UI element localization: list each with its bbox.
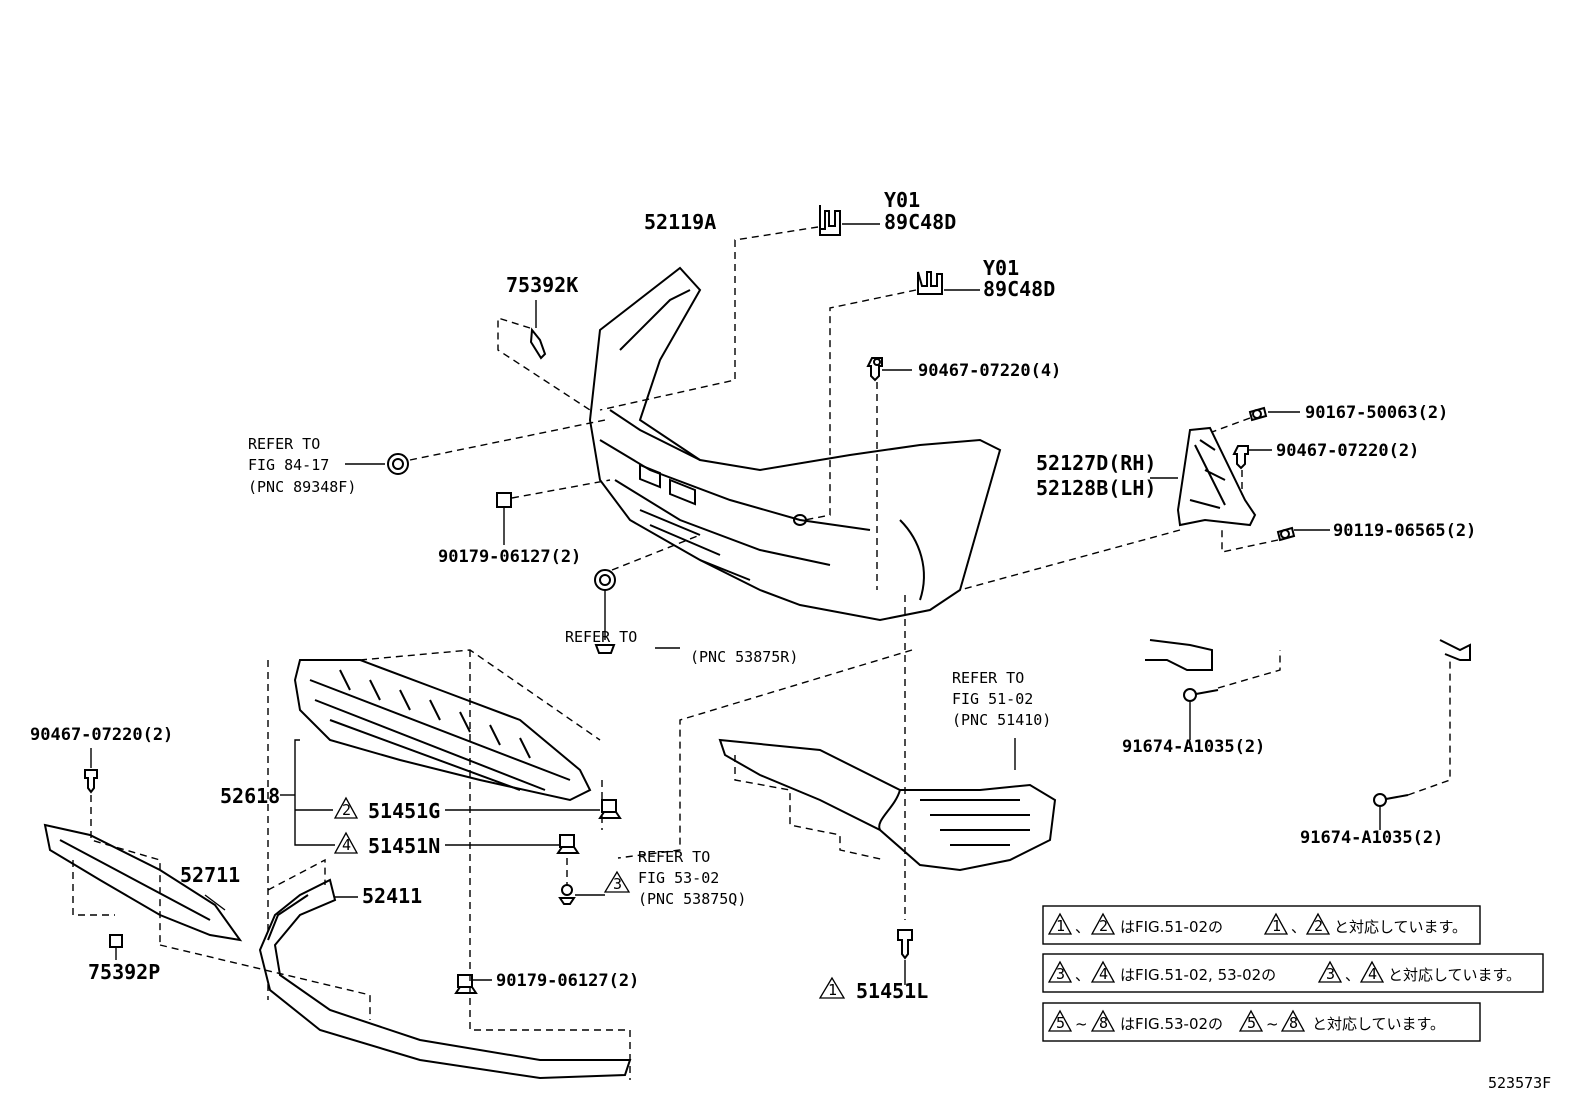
svg-text:1: 1 (1272, 917, 1281, 935)
label-75392k: 75392K (506, 273, 578, 297)
label-52127d: 52127D(RH) (1036, 451, 1156, 475)
bolt-91674-b[interactable] (1373, 793, 1409, 807)
lower-molding-52411[interactable] (258, 878, 632, 1080)
label-refer1-b: FIG 84-17 (248, 456, 329, 474)
energy-absorber-52618[interactable] (293, 659, 592, 802)
label-y01-lower: Y01 (983, 256, 1019, 280)
note-box-1: 1 、 2 はFIG.51-02の 1 、 2 と対応しています。 (1042, 905, 1481, 945)
label-51451n: 51451N (368, 834, 440, 858)
label-90179-upper: 90179-06127(2) (438, 547, 581, 567)
svg-text:4: 4 (1368, 965, 1377, 983)
label-refer4-a: REFER TO (638, 848, 710, 866)
svg-text:3: 3 (1326, 965, 1335, 983)
svg-text:4: 4 (1099, 965, 1108, 983)
svg-text:8: 8 (1099, 1014, 1108, 1032)
label-refer2-a: REFER TO (565, 628, 637, 646)
svg-text:、: 、 (1345, 966, 1360, 984)
clip-51451g[interactable] (598, 799, 622, 819)
clip-75392k[interactable] (529, 327, 547, 360)
svg-text:1: 1 (1056, 917, 1065, 935)
svg-text:2: 2 (1314, 917, 1323, 935)
clip-51451n[interactable] (556, 834, 580, 854)
label-51451g: 51451G (368, 799, 440, 823)
svg-text:1: 1 (828, 981, 837, 999)
svg-text:2: 2 (342, 801, 351, 819)
clip-90179-lower[interactable] (454, 974, 478, 994)
clip-90467-2-left[interactable] (84, 769, 98, 794)
partial-bracket-right-a (1145, 639, 1213, 671)
label-52128b: 52128B(LH) (1036, 476, 1156, 500)
svg-text:と対応しています。: と対応しています。 (1312, 1015, 1445, 1033)
marker-triangle-1: 1 (818, 976, 846, 999)
engine-undercover-51410[interactable] (718, 738, 1057, 872)
label-52618: 52618 (220, 784, 280, 808)
label-refer1-c: (PNC 89348F) (248, 478, 356, 496)
label-52119a: 52119A (644, 210, 716, 234)
clip-90467-4[interactable] (866, 357, 883, 382)
svg-text:はFIG.51-02の: はFIG.51-02の (1120, 918, 1223, 936)
label-90179-lower: 90179-06127(2) (496, 971, 639, 991)
label-89c48d-lower: 89C48D (983, 277, 1055, 301)
screw-53875q[interactable] (558, 884, 576, 905)
label-91674-b: 91674-A1035(2) (1300, 828, 1443, 848)
side-bracket-52127d-52128b[interactable] (1176, 426, 1257, 527)
label-refer2-b: (PNC 53875R) (690, 648, 798, 666)
svg-text:はFIG.53-02の: はFIG.53-02の (1120, 1015, 1223, 1033)
label-52411: 52411 (362, 884, 422, 908)
svg-text:~: ~ (1266, 1015, 1279, 1033)
clip-90467-2-right[interactable] (1232, 445, 1249, 470)
svg-text:~: ~ (1075, 1015, 1088, 1033)
label-75392p: 75392P (88, 960, 160, 984)
bolt-90167-50063[interactable] (1248, 406, 1268, 422)
svg-text:3: 3 (613, 875, 622, 893)
svg-text:、: 、 (1075, 966, 1090, 984)
svg-text:と対応しています。: と対応しています。 (1388, 966, 1521, 984)
svg-text:、: 、 (1075, 918, 1090, 936)
label-y01-upper: Y01 (884, 188, 920, 212)
label-refer1-a: REFER TO (248, 435, 320, 453)
label-refer3-b: FIG 51-02 (952, 690, 1033, 708)
label-90467-2-right: 90467-07220(2) (1276, 441, 1419, 461)
svg-text:はFIG.51-02, 53-02の: はFIG.51-02, 53-02の (1120, 966, 1276, 984)
bolt-91674-a[interactable] (1183, 688, 1219, 702)
svg-text:3: 3 (1056, 965, 1065, 983)
label-90119-06565: 90119-06565(2) (1333, 521, 1476, 541)
svg-text:5: 5 (1247, 1014, 1256, 1032)
clip-90179-upper[interactable] (496, 492, 512, 508)
label-51451l: 51451L (856, 979, 928, 1003)
bumper-cover-52119a[interactable] (588, 266, 1002, 622)
grommet-89348f[interactable] (387, 453, 409, 475)
figure-id: 523573F (1488, 1074, 1551, 1092)
label-90467-2-left: 90467-07220(2) (30, 725, 173, 745)
label-52711: 52711 (180, 863, 240, 887)
bracket-89c48d-lower[interactable] (917, 271, 943, 295)
marker-triangle-4: 4 (333, 831, 359, 854)
label-refer4-c: (PNC 53875Q) (638, 890, 746, 908)
svg-text:2: 2 (1099, 917, 1108, 935)
svg-text:4: 4 (342, 836, 351, 854)
marker-triangle-2: 2 (333, 796, 359, 819)
label-refer3-c: (PNC 51410) (952, 711, 1051, 729)
partial-bracket-right-b (1439, 639, 1471, 661)
label-refer4-b: FIG 53-02 (638, 869, 719, 887)
svg-text:8: 8 (1289, 1014, 1298, 1032)
label-89c48d-upper: 89C48D (884, 210, 956, 234)
clip-75392p[interactable] (109, 934, 123, 948)
note-box-2: 3 、 4 はFIG.51-02, 53-02の 3 、 4 と対応しています。 (1042, 953, 1544, 993)
svg-text:と対応しています。: と対応しています。 (1334, 918, 1467, 936)
marker-triangle-3: 3 (603, 870, 631, 893)
svg-text:、: 、 (1291, 918, 1306, 936)
label-90167-50063: 90167-50063(2) (1305, 403, 1448, 423)
label-90467-4: 90467-07220(4) (918, 361, 1061, 381)
bolt-90119-06565[interactable] (1276, 526, 1296, 542)
note-box-3: 5 ~ 8 はFIG.53-02の 5 ~ 8 と対応しています。 (1042, 1002, 1481, 1042)
spoiler-52711[interactable] (43, 823, 243, 942)
clip-51451l[interactable] (897, 929, 913, 960)
bracket-89c48d-upper[interactable] (819, 205, 841, 236)
label-91674-a: 91674-A1035(2) (1122, 737, 1265, 757)
svg-text:5: 5 (1056, 1014, 1065, 1032)
label-refer3-a: REFER TO (952, 669, 1024, 687)
